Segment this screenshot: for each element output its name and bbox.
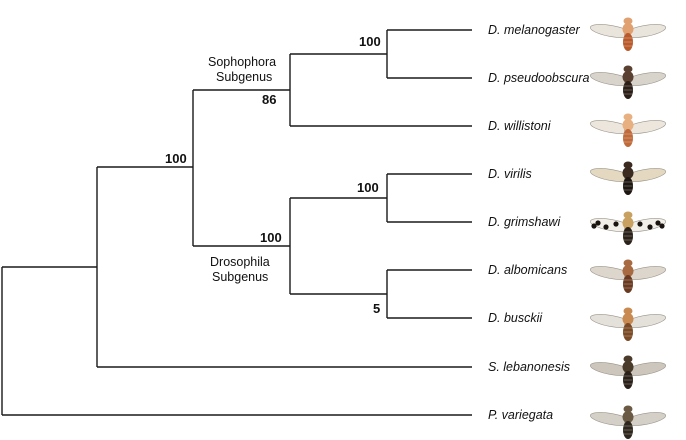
fly-head xyxy=(623,113,633,121)
fly-head xyxy=(623,259,633,267)
fly-head xyxy=(623,161,633,169)
fly-head xyxy=(623,65,633,73)
fly-head xyxy=(623,17,633,25)
fly-abdomen xyxy=(623,323,633,341)
clade-label-sophophora-line2: Subgenus xyxy=(216,70,272,84)
fly-grimshawi xyxy=(589,211,667,245)
wing-spot xyxy=(659,223,665,229)
fly-abdomen xyxy=(623,81,633,99)
fly-thorax xyxy=(622,217,634,229)
support-sophophora: 86 xyxy=(262,92,276,107)
clade-labels: Sophophora Subgenus Drosophila Subgenus xyxy=(208,55,276,284)
support-drosophila-subgenus: 100 xyxy=(260,230,282,245)
fly-abdomen xyxy=(623,177,633,195)
fly-busckii xyxy=(589,307,667,341)
fly-abdomen xyxy=(623,275,633,293)
support-melano-pseudo: 100 xyxy=(359,34,381,49)
tree-branches xyxy=(1,29,472,416)
fly-willistoni xyxy=(589,113,667,147)
fly-virilis xyxy=(589,161,667,195)
clade-label-drosophila-line1: Drosophila xyxy=(210,255,270,269)
fly-right-wing xyxy=(623,24,667,38)
taxon-label-lebanonesis: S. lebanonesis xyxy=(488,360,570,374)
taxon-label-grimshawi: D. grimshawi xyxy=(488,215,561,229)
support-virilis-grimshawi: 100 xyxy=(357,180,379,195)
fly-pseudoobscura xyxy=(589,65,667,99)
fly-right-wing xyxy=(623,314,667,328)
fly-head xyxy=(623,211,633,219)
fly-melanogaster xyxy=(589,17,667,51)
fly-thorax xyxy=(622,411,634,423)
fly-right-wing xyxy=(623,168,667,182)
wing-spot xyxy=(647,224,653,230)
taxon-label-virilis: D. virilis xyxy=(488,167,532,181)
fly-right-wing xyxy=(623,266,667,280)
clade-label-drosophila-line2: Subgenus xyxy=(212,270,268,284)
fly-illustrations xyxy=(589,17,667,439)
fly-right-wing xyxy=(623,412,667,426)
wing-spot xyxy=(595,220,601,226)
fly-thorax xyxy=(622,119,634,131)
taxon-label-willistoni: D. willistoni xyxy=(488,119,552,133)
support-albomicans-busckii: 5 xyxy=(373,301,380,316)
fly-right-wing xyxy=(623,218,667,232)
fly-variegata xyxy=(589,405,667,439)
fly-right-wing xyxy=(623,120,667,134)
fly-head xyxy=(623,405,633,413)
fly-abdomen xyxy=(623,129,633,147)
fly-head xyxy=(623,355,633,363)
fly-abdomen xyxy=(623,33,633,51)
fly-thorax xyxy=(622,361,634,373)
taxon-labels: D. melanogaster D. pseudoobscura D. will… xyxy=(488,23,590,422)
fly-right-wing xyxy=(623,362,667,376)
support-values: 100 86 100 100 100 5 xyxy=(165,34,381,316)
taxon-label-albomicans: D. albomicans xyxy=(488,263,567,277)
wing-spot xyxy=(637,221,643,227)
fly-abdomen xyxy=(623,227,633,245)
taxon-label-pseudoobscura: D. pseudoobscura xyxy=(488,71,590,85)
wing-spot xyxy=(613,221,619,227)
fly-thorax xyxy=(622,265,634,277)
fly-thorax xyxy=(622,167,634,179)
taxon-label-busckii: D. busckii xyxy=(488,311,543,325)
fly-abdomen xyxy=(623,421,633,439)
fly-albomicans xyxy=(589,259,667,293)
fly-lebanonesis xyxy=(589,355,667,389)
taxon-label-variegata: P. variegata xyxy=(488,408,553,422)
wing-spot xyxy=(603,224,609,230)
fly-thorax xyxy=(622,23,634,35)
fly-head xyxy=(623,307,633,315)
support-drosophila-genus: 100 xyxy=(165,151,187,166)
wing-spot xyxy=(591,223,597,229)
fly-thorax xyxy=(622,71,634,83)
fly-right-wing xyxy=(623,72,667,86)
clade-label-sophophora-line1: Sophophora xyxy=(208,55,276,69)
fly-abdomen xyxy=(623,371,633,389)
taxon-label-melanogaster: D. melanogaster xyxy=(488,23,581,37)
fly-thorax xyxy=(622,313,634,325)
wing-spot xyxy=(655,220,661,226)
